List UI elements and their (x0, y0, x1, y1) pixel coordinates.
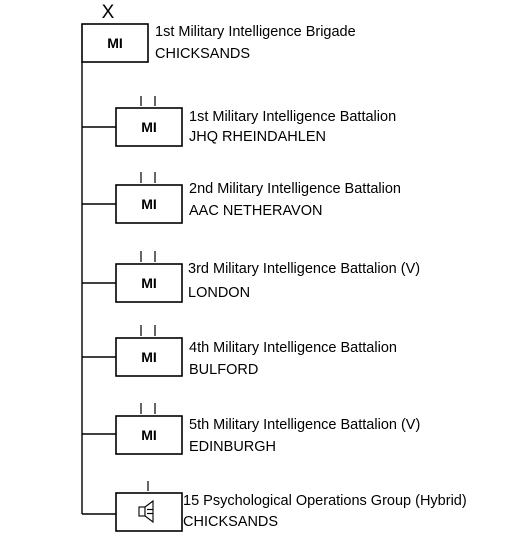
subordinate-unit: MI 5th Military Intelligence Battalion (… (82, 403, 420, 455)
unit-symbol-box (115, 415, 183, 455)
unit-name: 4th Military Intelligence Battalion (189, 340, 397, 356)
unit-location: CHICKSANDS (183, 514, 278, 530)
unit-symbol-label: MI (141, 349, 157, 365)
unit-location: JHQ RHEINDAHLEN (189, 129, 326, 145)
hq-unit-location: CHICKSANDS (155, 46, 250, 62)
unit-symbol-box (115, 337, 183, 377)
hq-unit: MI 1st Military Intelligence Brigade CHI… (81, 23, 356, 63)
subordinate-unit: MI 2nd Military Intelligence Battalion A… (82, 172, 401, 224)
unit-name: 3rd Military Intelligence Battalion (V) (188, 261, 420, 277)
unit-symbol-label: MI (141, 119, 157, 135)
subordinate-unit: MI 1st Military Intelligence Battalion J… (82, 96, 396, 147)
unit-name: 1st Military Intelligence Battalion (189, 109, 396, 125)
unit-symbol-label: MI (141, 427, 157, 443)
hq-unit-symbol-label: MI (107, 35, 123, 51)
unit-symbol-box (115, 107, 183, 147)
speaker-icon (138, 499, 154, 524)
hq-echelon-mark: X (102, 2, 115, 23)
subordinate-unit: MI 4th Military Intelligence Battalion B… (82, 325, 397, 378)
unit-name: 2nd Military Intelligence Battalion (189, 181, 401, 197)
unit-location: LONDON (188, 285, 250, 301)
unit-location: AAC NETHERAVON (189, 203, 322, 219)
unit-location: EDINBURGH (189, 439, 276, 455)
unit-symbol-label: MI (141, 196, 157, 212)
unit-location: BULFORD (189, 362, 258, 378)
subordinate-unit: MI 3rd Military Intelligence Battalion (… (82, 251, 420, 303)
unit-name: 5th Military Intelligence Battalion (V) (189, 417, 420, 433)
subordinate-unit: 15 Psychological Operations Group (Hybri… (82, 481, 467, 532)
unit-name: 15 Psychological Operations Group (Hybri… (183, 493, 467, 509)
unit-symbol-box (115, 184, 183, 224)
unit-symbol-box (115, 263, 183, 303)
hq-unit-symbol-box (81, 23, 149, 63)
hq-unit-name: 1st Military Intelligence Brigade (155, 24, 356, 40)
subordinate-units: MI 1st Military Intelligence Battalion J… (82, 96, 467, 532)
unit-symbol-label: MI (141, 275, 157, 291)
